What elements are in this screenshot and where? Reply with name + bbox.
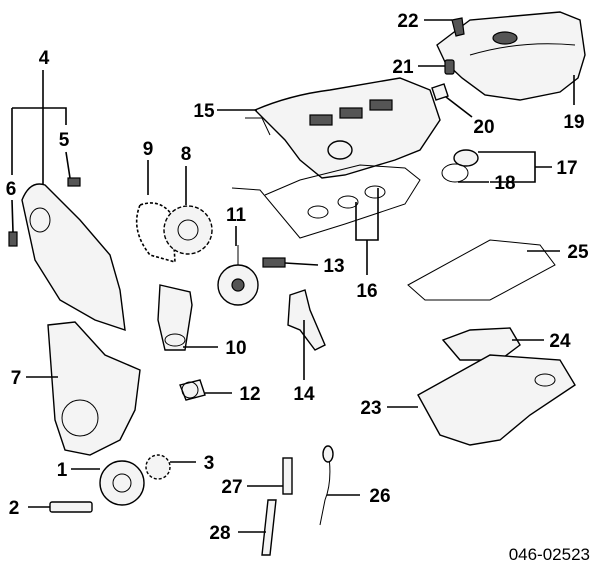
tensioner-part [157,284,193,351]
callout-12: 12 [239,384,260,405]
oil-pan-gasket-part [407,239,556,301]
callout-5: 5 [59,130,70,151]
callout-26: 26 [369,486,390,507]
callout-15: 15 [193,101,215,122]
callout-9: 9 [143,139,154,160]
callout-19: 19 [563,112,584,133]
timing-belt-part [135,202,176,264]
engine-cover-part [436,11,586,101]
oil-pan-part [417,354,576,446]
reference-code: 046-02523 [509,545,590,564]
upper-timing-cover-part [21,183,126,332]
bracket-part [431,83,449,101]
crankshaft-pulley-part [99,460,145,506]
callout-11: 11 [226,205,247,226]
tensioner-pulley-part [217,245,259,306]
callout-18: 18 [494,173,515,194]
callout-2: 2 [9,498,20,519]
grommet-part [444,59,455,75]
leader-lines [11,19,575,533]
callout-13: 13 [323,256,344,277]
clip-part [451,17,465,37]
cover-small-bolt-part [8,231,18,247]
dipstick-tube-lower-part [261,499,277,556]
valve-cover-part [245,77,441,179]
camshaft-sprocket-part [163,205,213,255]
valve-cover-gasket-part [231,164,421,239]
callout-28: 28 [209,523,230,544]
callout-10: 10 [225,338,246,359]
dipstick-part [319,445,334,526]
crank-bolt-part [49,501,93,513]
callout-24: 24 [549,331,571,352]
callout-8: 8 [181,144,192,165]
callout-4: 4 [39,48,50,69]
callout-22: 22 [397,11,418,32]
oil-baffle-part [441,327,521,361]
callout-21: 21 [392,57,414,78]
callout-20: 20 [473,117,494,138]
callout-25: 25 [567,242,589,263]
callout-16: 16 [356,281,377,302]
callout-3: 3 [204,453,215,474]
callout-14: 14 [293,384,315,405]
callout-6: 6 [6,179,17,200]
callout-17: 17 [556,158,577,179]
callout-23: 23 [360,398,381,419]
dipstick-tube-upper-part [282,457,293,495]
sensor-part [262,257,286,268]
cover-bolt-part [67,177,81,187]
bushing-part [179,379,206,401]
crankshaft-sprocket-part [145,454,171,480]
lower-timing-cover-part [47,321,141,456]
oil-filler-cap-part [441,149,479,183]
callout-1: 1 [57,460,68,481]
idler-bracket-part [287,289,326,351]
callout-27: 27 [221,477,242,498]
callout-7: 7 [11,368,22,389]
